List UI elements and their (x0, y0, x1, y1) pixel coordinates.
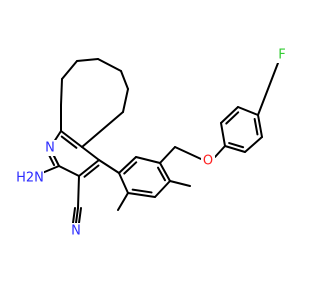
bond-fphenyl-3-second (253, 118, 259, 136)
fluorine-label: F (278, 48, 285, 63)
bond-c2-c3 (58, 165, 80, 177)
bond-c3-c4 (78, 159, 100, 177)
bond-ring8-4 (76, 58, 99, 62)
ether-o-label-bg (201, 153, 215, 169)
bond-fphenyl-5-second (225, 111, 240, 125)
bond-ring8-6 (120, 70, 129, 90)
molecule-structure: N H2N N O F (16, 47, 288, 239)
bond-aryl-4 (154, 180, 171, 198)
bond-c5-c1 (60, 130, 83, 148)
bond-ch2 (159, 146, 176, 164)
molecule-canvas: N H2N N O F (16, 47, 288, 239)
n-ring-label-bg (43, 140, 57, 156)
nitrile-n-label-bg (69, 223, 83, 239)
bond-to-nitrile-carbon (77, 175, 80, 209)
bond-methyl-1 (117, 192, 129, 211)
bond-nitrile-2 (72, 207, 76, 224)
bond-fphenyl-3 (257, 114, 263, 138)
bond-aryl-1 (118, 156, 137, 174)
bond-fphenyl-6 (220, 122, 226, 147)
bond-to-aryl (98, 159, 120, 174)
bond-c5-c1-second (60, 135, 78, 149)
bond-methyl-2 (169, 180, 191, 187)
bond-aryl-5 (127, 192, 156, 198)
bond-aryl-6 (118, 172, 129, 194)
bond-o-aryl (214, 145, 226, 158)
amino-label-bg (16, 170, 44, 186)
bond-fphenyl-1 (224, 145, 246, 153)
nitrile-nitrogen-label: N (71, 224, 81, 239)
bond-ring8-7 (122, 88, 129, 113)
bond-ring8-2 (60, 78, 63, 106)
bond-ring8-3 (61, 60, 78, 80)
atom-label-layer: N H2N N O F (16, 47, 288, 239)
bond-aryl-2 (135, 156, 161, 164)
bond-nitrile-1 (75, 207, 79, 224)
bond-nitrile-3 (78, 207, 82, 224)
bond-c3-c4-second (83, 164, 100, 178)
bond-aryl-3 (159, 162, 171, 182)
ether-oxygen-label: O (203, 154, 213, 169)
bond-fphenyl-4 (237, 106, 259, 116)
bond-aryl-1-second (123, 161, 138, 175)
bond-fphenyl-2 (244, 136, 263, 153)
bond-aryl-5-second (131, 188, 153, 194)
bond-ch2-o (174, 146, 202, 160)
pyridine-nitrogen-label: N (45, 141, 55, 156)
bond-fphenyl-1-second (228, 142, 245, 149)
bond-c4-c5 (81, 146, 100, 161)
amino-group-label: H2N (16, 171, 44, 186)
bond-layer (29, 58, 279, 224)
bond-aryl-3-second (157, 166, 167, 182)
bond-fphenyl-5 (220, 106, 239, 124)
bond-c-f (257, 62, 279, 116)
bond-ring8-5 (97, 58, 122, 72)
bond-ring8-8 (81, 111, 124, 148)
fluorine-label-bg (276, 47, 288, 63)
